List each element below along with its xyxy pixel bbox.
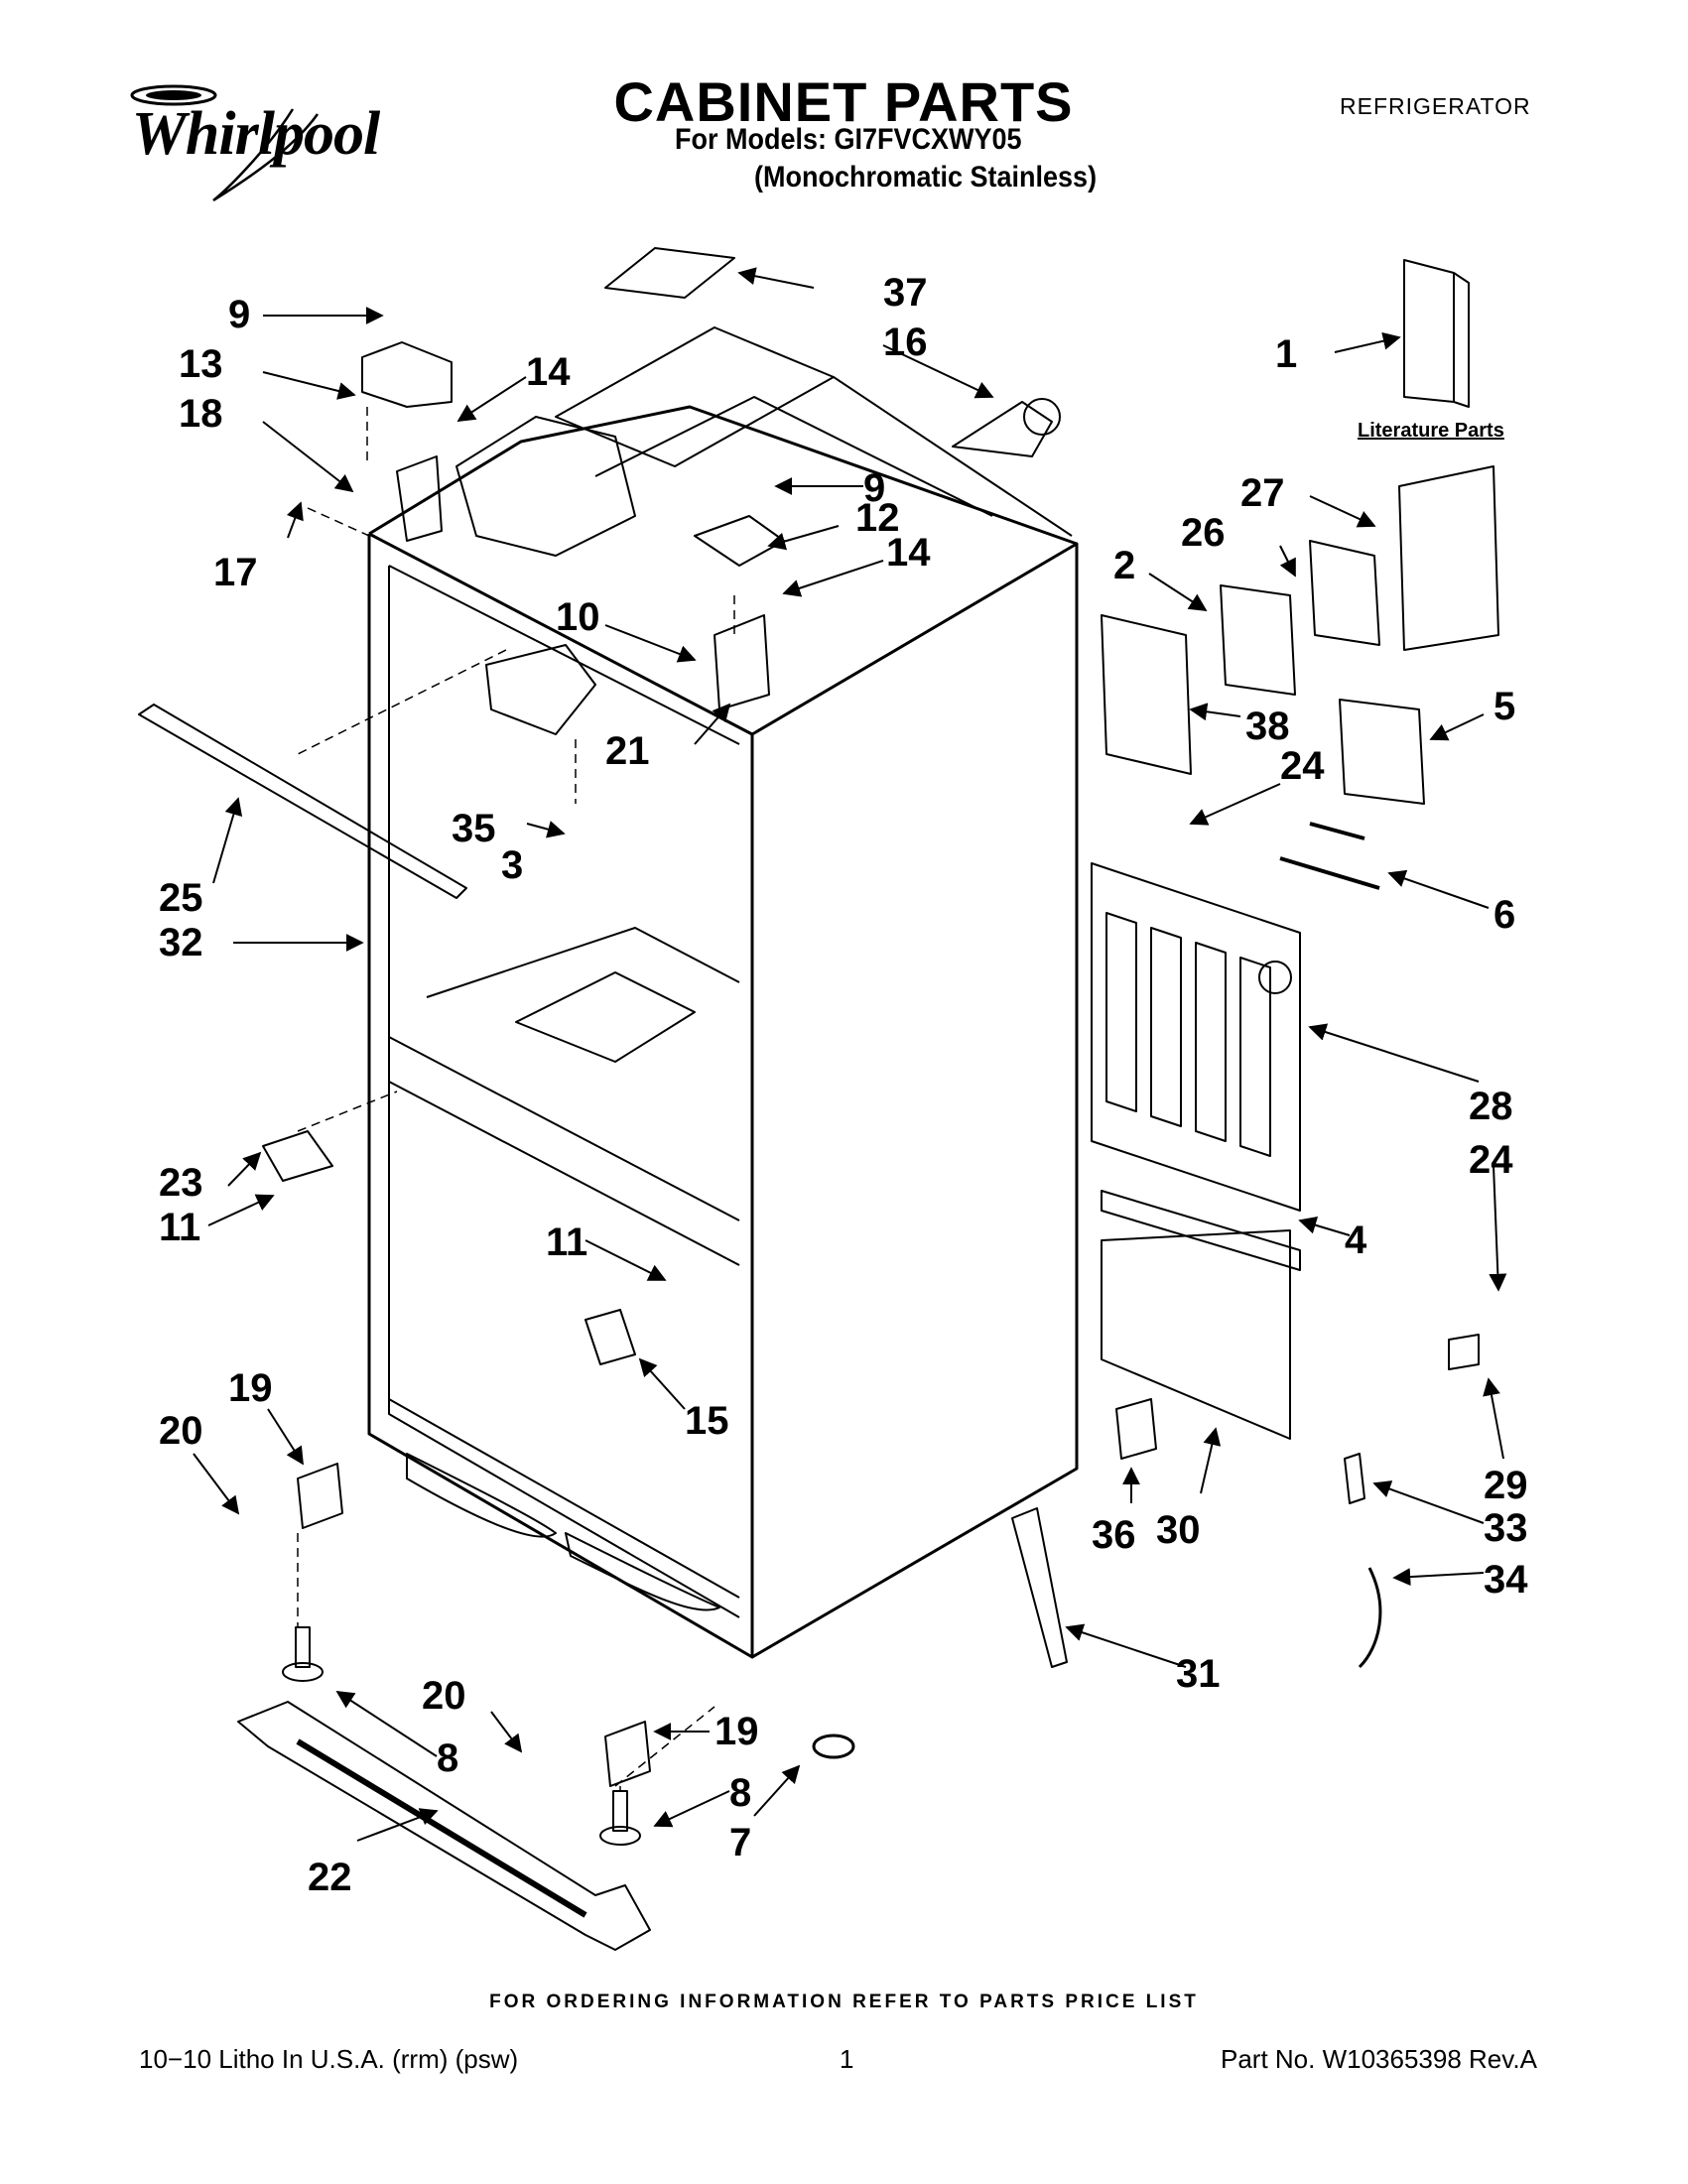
callout-24a: 24 xyxy=(1280,744,1325,788)
callout-37: 37 xyxy=(883,271,928,315)
brand-logo: Whirlpool xyxy=(119,69,392,208)
callout-14b: 14 xyxy=(886,531,931,575)
callout-19b: 19 xyxy=(714,1710,759,1753)
callout-35: 35 xyxy=(452,807,496,850)
callout-4: 4 xyxy=(1345,1219,1367,1262)
variant-line: (Monochromatic Stainless) xyxy=(754,161,1098,193)
callout-38: 38 xyxy=(1245,705,1290,748)
callout-7: 7 xyxy=(729,1821,751,1864)
callout-20b: 20 xyxy=(422,1674,466,1718)
product-type: REFRIGERATOR xyxy=(1340,93,1531,119)
callout-20a: 20 xyxy=(159,1409,203,1453)
callout-22: 22 xyxy=(308,1856,352,1899)
callout-24b: 24 xyxy=(1469,1138,1513,1182)
callout-10: 10 xyxy=(556,595,600,639)
callout-11b: 11 xyxy=(546,1220,587,1264)
callout-17: 17 xyxy=(213,551,258,594)
callout-14a: 14 xyxy=(526,350,571,394)
leader-arrows xyxy=(193,267,1507,1842)
callout-16: 16 xyxy=(883,321,928,364)
page-title: CABINET PARTS xyxy=(613,70,1074,133)
callout-25: 25 xyxy=(159,876,203,920)
callout-21: 21 xyxy=(605,729,650,773)
callout-19a: 19 xyxy=(228,1366,273,1410)
page-number: 1 xyxy=(840,2044,854,2074)
callout-11a: 11 xyxy=(159,1206,200,1249)
model-line: For Models: GI7FVCXWY05 xyxy=(675,123,1022,156)
callout-12: 12 xyxy=(855,496,900,540)
callout-1: 1 xyxy=(1275,332,1297,376)
brand-name: Whirlpool xyxy=(131,100,380,168)
cabinet-drawing xyxy=(138,247,1499,1951)
callout-5: 5 xyxy=(1493,685,1515,728)
cabinet-top-front-edge xyxy=(368,532,753,736)
callout-27: 27 xyxy=(1240,471,1285,515)
callout-labels: 1 2 3 4 5 6 7 8 8 9 9 10 11 11 12 13 14 … xyxy=(159,271,1528,1899)
whirlpool-swirl-icon xyxy=(130,84,320,202)
callout-15: 15 xyxy=(685,1399,729,1443)
callout-9b: 9 xyxy=(863,466,885,510)
callout-8b: 8 xyxy=(729,1771,751,1815)
callout-34: 34 xyxy=(1484,1558,1528,1602)
callout-28: 28 xyxy=(1469,1085,1513,1128)
callout-30: 30 xyxy=(1156,1508,1201,1552)
callout-31: 31 xyxy=(1176,1652,1221,1696)
literature-parts-label: Literature Parts xyxy=(1358,420,1504,442)
callout-13: 13 xyxy=(179,342,223,386)
callout-8a: 8 xyxy=(437,1736,458,1780)
print-info: 10−10 Litho In U.S.A. (rrm) (psw) xyxy=(139,2044,519,2074)
callout-36: 36 xyxy=(1092,1513,1136,1557)
callout-6: 6 xyxy=(1493,893,1515,937)
cabinet-side xyxy=(751,542,1079,1659)
callout-3: 3 xyxy=(501,843,523,887)
callout-9a: 9 xyxy=(228,293,250,336)
callout-2: 2 xyxy=(1113,544,1135,587)
callout-29: 29 xyxy=(1484,1464,1528,1507)
callout-26: 26 xyxy=(1181,511,1226,555)
assembly-lines xyxy=(297,407,735,1791)
callout-18: 18 xyxy=(179,392,223,436)
part-number: Part No. W10365398 Rev.A xyxy=(1221,2044,1537,2074)
cabinet-top-rear xyxy=(368,405,1078,546)
callout-33: 33 xyxy=(1484,1506,1528,1550)
callout-23: 23 xyxy=(159,1161,203,1205)
cabinet-front xyxy=(367,534,754,1659)
ordering-note: FOR ORDERING INFORMATION REFER TO PARTS … xyxy=(489,1991,1199,2012)
callout-32: 32 xyxy=(159,921,203,964)
